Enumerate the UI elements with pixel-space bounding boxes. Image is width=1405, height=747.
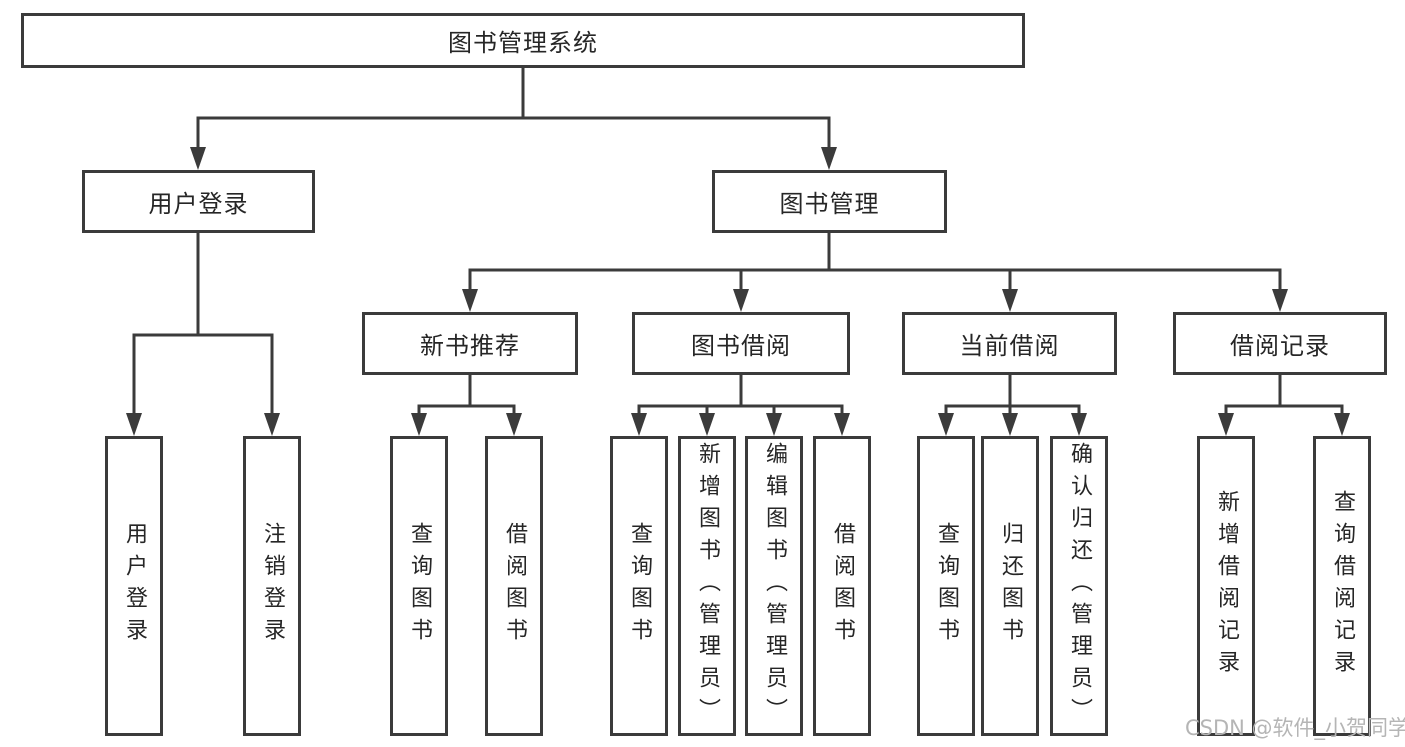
node-book-management: 图书管理: [712, 170, 947, 233]
node-book-borrow: 图书借阅: [632, 312, 850, 375]
node-leaf-cb-confirm-return-admin: 确认归还（管理员）: [1050, 436, 1108, 736]
node-user-login: 用户登录: [82, 170, 315, 233]
node-borrow-records: 借阅记录: [1173, 312, 1387, 375]
node-leaf-user-login: 用户登录: [105, 436, 163, 736]
node-leaf-cb-query-book: 查询图书: [917, 436, 975, 736]
node-leaf-br-add-record: 新增借阅记录: [1197, 436, 1255, 736]
node-leaf-bb-query-book: 查询图书: [610, 436, 668, 736]
node-leaf-bb-edit-book-admin: 编辑图书（管理员）: [745, 436, 803, 736]
node-leaf-br-query-record: 查询借阅记录: [1313, 436, 1371, 736]
node-leaf-logout: 注销登录: [243, 436, 301, 736]
node-leaf-bb-borrow-book: 借阅图书: [813, 436, 871, 736]
node-leaf-rec-borrow-book: 借阅图书: [485, 436, 543, 736]
node-root-system: 图书管理系统: [21, 13, 1025, 68]
node-leaf-rec-query-book: 查询图书: [390, 436, 448, 736]
csdn-watermark: CSDN @软件_小贺同学: [1185, 716, 1405, 740]
node-new-book-recommend: 新书推荐: [362, 312, 578, 375]
node-leaf-cb-return-book: 归还图书: [981, 436, 1039, 736]
node-current-borrow: 当前借阅: [902, 312, 1117, 375]
node-leaf-bb-add-book-admin: 新增图书（管理员）: [678, 436, 736, 736]
